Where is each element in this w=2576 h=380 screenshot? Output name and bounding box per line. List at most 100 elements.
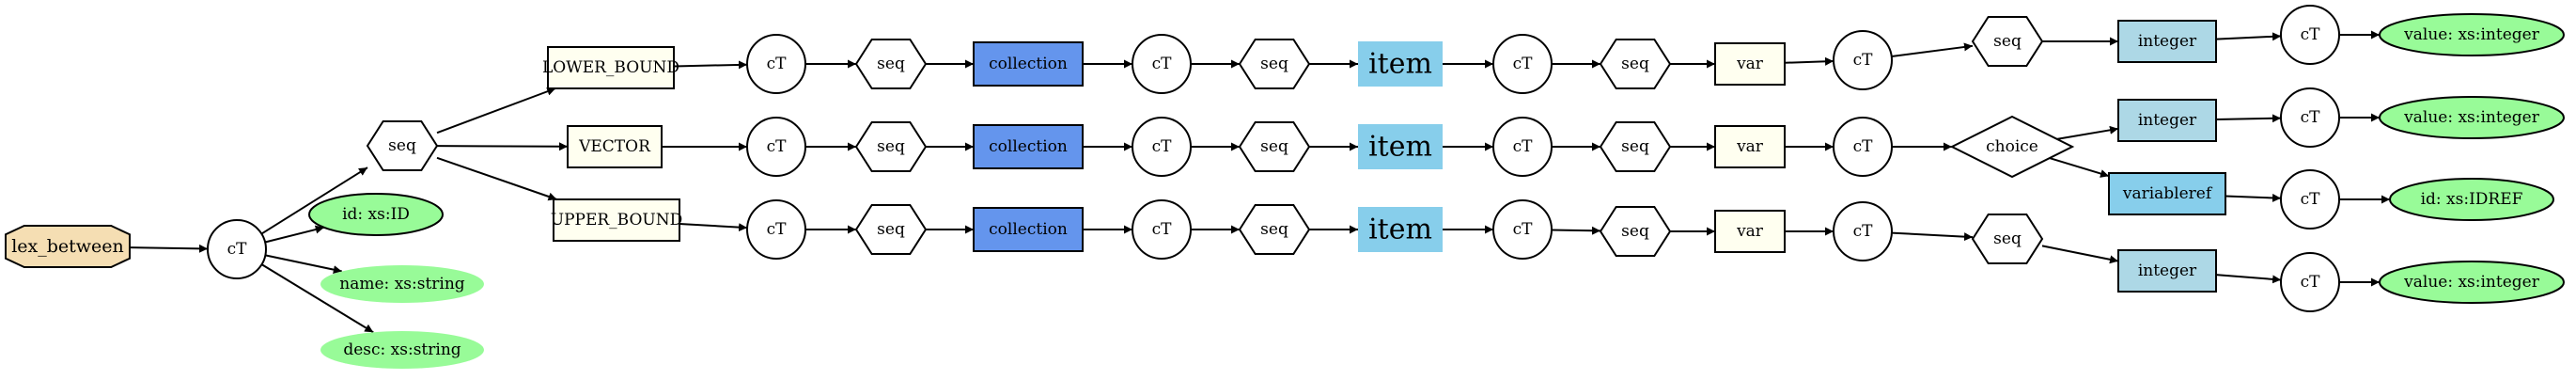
node-var2-label: var — [1736, 137, 1764, 156]
edge-choice-to-vref — [2049, 157, 2110, 178]
node-vec-shape — [567, 125, 663, 168]
node-col3-label: collection — [989, 220, 1068, 239]
node-var1-label: var — [1736, 55, 1764, 73]
node-idref-label: id: xs:IDREF — [2421, 190, 2523, 209]
node-item3-shape — [1358, 207, 1443, 252]
node-val1-label: value: xs:integer — [2403, 25, 2540, 44]
node-seq3c-label: seq — [1621, 222, 1649, 241]
node-seq1b-label: seq — [1260, 55, 1288, 73]
node-int2-label: integer — [2138, 111, 2197, 130]
node-ct1e-label: cT — [2301, 25, 2321, 44]
node-ct2f: cT — [2280, 169, 2340, 230]
node-seq1d: seq — [1971, 16, 2044, 67]
node-ct1e-shape — [2280, 5, 2340, 65]
node-vref-label: variableref — [2122, 184, 2213, 203]
node-ct2a-label: cT — [767, 137, 788, 156]
edge-vref-to-ct2f — [2225, 193, 2282, 202]
node-choice: choice — [1949, 115, 2075, 179]
node-seq2a-shape — [854, 121, 928, 172]
node-seq2a: seq — [854, 121, 928, 172]
edge-seq3d-to-int3 — [2041, 245, 2119, 264]
node-item2: item — [1358, 124, 1443, 169]
node-ct2f-label: cT — [2301, 190, 2321, 209]
node-col3-shape — [973, 207, 1084, 252]
node-col2-shape — [973, 124, 1084, 169]
node-item1: item — [1358, 41, 1443, 87]
node-var3: var — [1714, 210, 1786, 253]
node-ct3d: cT — [1833, 201, 1893, 261]
node-ct3c-shape — [1492, 199, 1553, 260]
node-ct3a-label: cT — [767, 220, 788, 239]
node-col2-label: collection — [989, 137, 1068, 156]
node-ct2e-label: cT — [2301, 108, 2321, 127]
node-ct2d-shape — [1833, 117, 1893, 177]
node-desc-shape — [320, 331, 484, 369]
node-vref-shape — [2108, 172, 2226, 215]
node-lb-label: LOWER_BOUND — [542, 58, 679, 77]
node-seq0: seq — [366, 120, 439, 171]
node-seq3b-label: seq — [1260, 220, 1288, 239]
node-id: id: xs:ID — [308, 193, 444, 236]
node-vref: variableref — [2108, 172, 2226, 215]
edge-seq0-to-vec — [436, 142, 569, 151]
node-col1-label: collection — [989, 55, 1068, 73]
node-ct3e-label: cT — [2301, 273, 2321, 292]
node-seq2b-shape — [1238, 121, 1311, 172]
node-seq1c: seq — [1599, 39, 1672, 89]
node-ct2e-shape — [2280, 87, 2340, 148]
node-name-label: name: xs:string — [339, 275, 465, 293]
node-val1: value: xs:integer — [2379, 13, 2565, 56]
node-seq1d-label: seq — [1993, 32, 2022, 51]
node-seq1d-shape — [1971, 16, 2044, 67]
node-ct2e: cT — [2280, 87, 2340, 148]
node-var1-shape — [1714, 42, 1786, 86]
node-int3-label: integer — [2138, 261, 2197, 280]
node-root-label: lex_between — [11, 236, 124, 257]
node-int1: integer — [2117, 20, 2217, 63]
node-ct2a: cT — [746, 117, 806, 177]
node-seq0-label: seq — [388, 136, 416, 155]
node-seq1c-shape — [1599, 39, 1672, 89]
node-ct1b-label: cT — [1152, 55, 1173, 73]
node-ct3b-label: cT — [1152, 220, 1173, 239]
node-ct1a: cT — [746, 34, 806, 94]
edge-ct0-to-name — [265, 254, 343, 275]
node-seq1a-shape — [854, 39, 928, 89]
edge-ct3d-to-seq3d — [1891, 231, 1974, 242]
node-lb-shape — [547, 46, 675, 89]
node-ct0-label: cT — [227, 240, 248, 259]
node-int2: integer — [2117, 99, 2217, 142]
node-name: name: xs:string — [320, 265, 484, 303]
node-val3-shape — [2379, 261, 2565, 304]
node-val2-label: value: xs:integer — [2403, 108, 2540, 127]
edge-int1-to-ct1e — [2215, 32, 2282, 41]
edge-choice-to-int2 — [2056, 125, 2119, 140]
node-ct1a-label: cT — [767, 55, 788, 73]
node-ub-shape — [553, 198, 680, 242]
node-desc-label: desc: xs:string — [343, 340, 461, 359]
node-ct2a-shape — [746, 117, 806, 177]
edge-seq0-to-ub — [436, 156, 557, 201]
node-item1-shape — [1358, 41, 1443, 87]
node-ct3a: cT — [746, 199, 806, 260]
node-int2-shape — [2117, 99, 2217, 142]
node-ct1b: cT — [1132, 34, 1192, 94]
edge-ct0-to-seq0 — [260, 166, 368, 235]
node-int3-shape — [2117, 249, 2217, 293]
node-item3-label: item — [1368, 214, 1432, 246]
node-seq3d-shape — [1971, 214, 2044, 264]
node-seq3d: seq — [1971, 214, 2044, 264]
edge-var1-to-ct1d — [1784, 56, 1834, 66]
node-ct1d: cT — [1833, 30, 1893, 90]
node-root-shape — [5, 225, 131, 268]
edge-int3-to-ct3e — [2215, 274, 2282, 284]
edges-layer — [129, 30, 2390, 334]
node-choice-label: choice — [1986, 137, 2038, 156]
node-seq2c: seq — [1599, 121, 1672, 172]
node-ct1e: cT — [2280, 5, 2340, 65]
node-val2-shape — [2379, 96, 2565, 139]
edge-ub-to-ct3a — [679, 222, 748, 232]
node-ct2c-label: cT — [1513, 137, 1534, 156]
node-col1: collection — [973, 41, 1084, 87]
